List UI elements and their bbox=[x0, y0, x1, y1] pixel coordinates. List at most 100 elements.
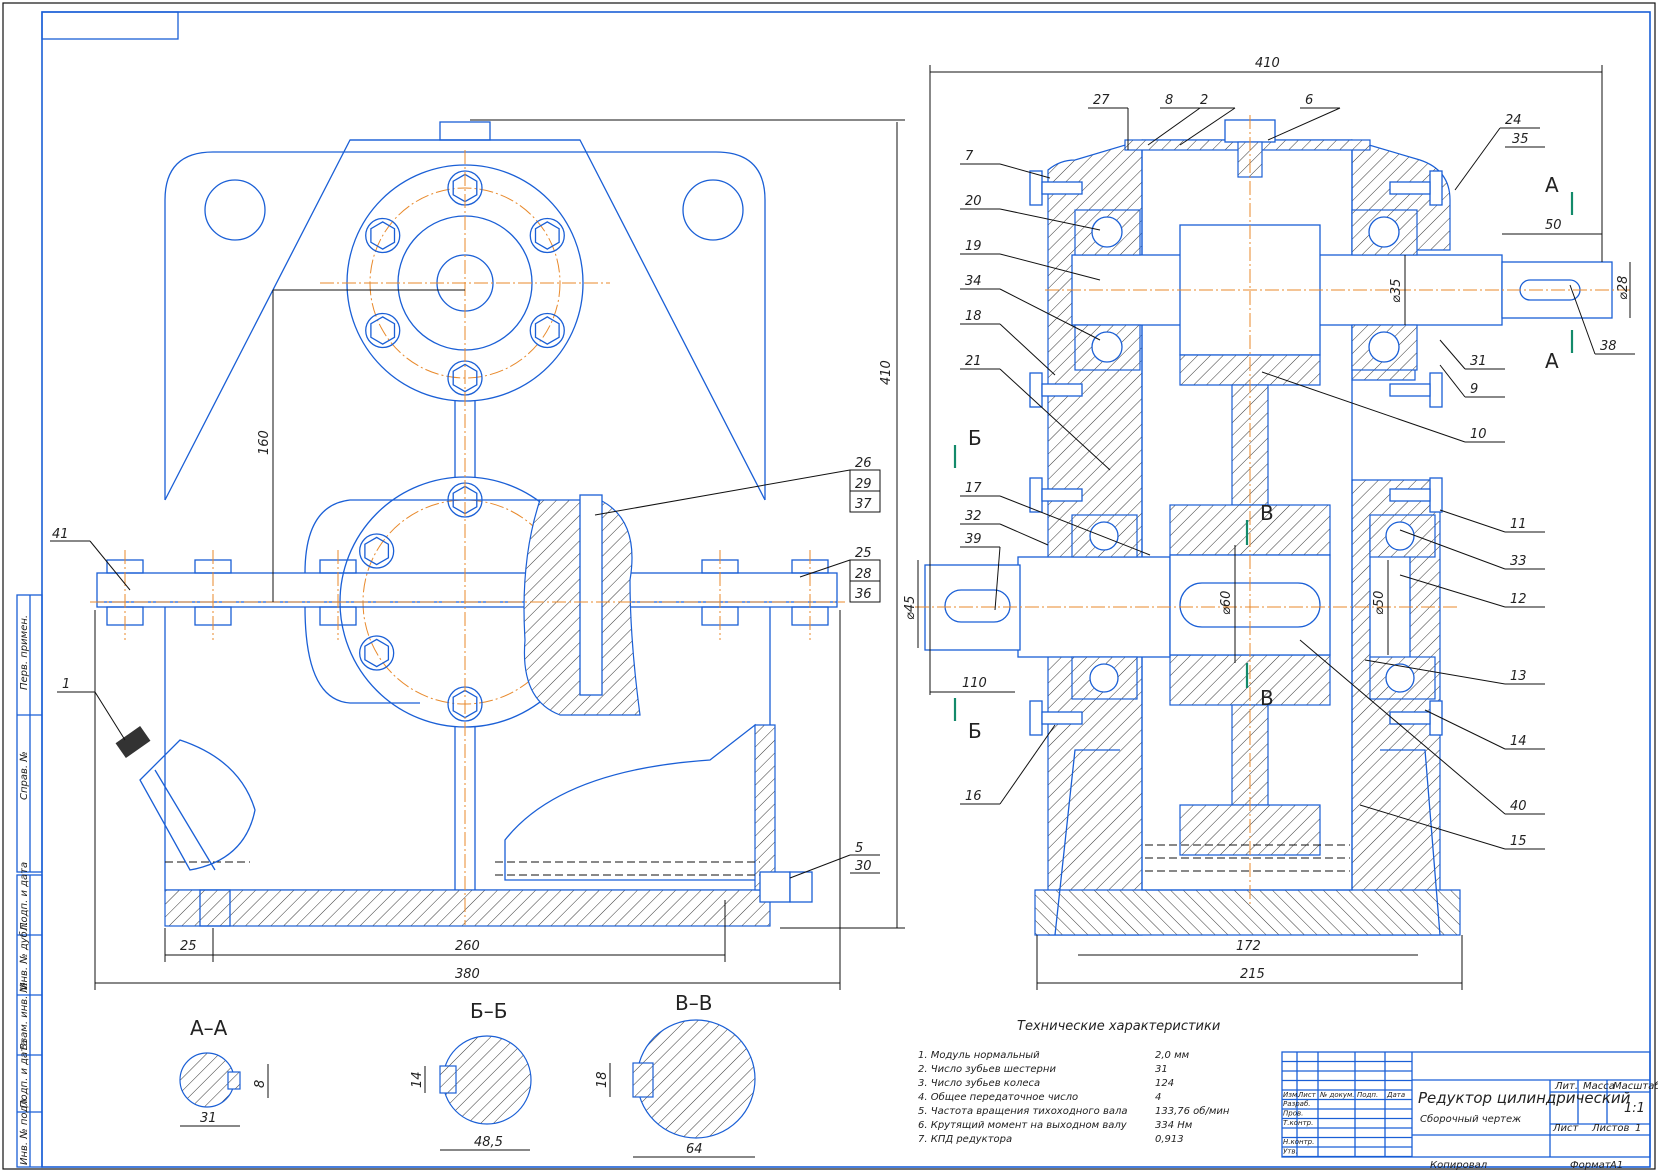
bolt-head bbox=[529, 217, 565, 254]
spec-value: 4 bbox=[1155, 1092, 1161, 1103]
dim-overall-width: 380 bbox=[455, 967, 480, 982]
section-mark-v: В bbox=[1260, 686, 1274, 710]
section-key: 8 bbox=[253, 1080, 268, 1088]
bolt-shank bbox=[1041, 181, 1083, 195]
dim-shaft-out-dia: ⌀28 bbox=[1616, 276, 1631, 300]
section-title: А–А bbox=[190, 1016, 228, 1040]
part-callout: 7 bbox=[965, 149, 974, 164]
bolt-shank bbox=[1389, 181, 1431, 195]
spec-value: 133,76 об/мин bbox=[1155, 1105, 1230, 1117]
dim-base-width: 215 bbox=[1240, 967, 1265, 982]
bolt-head bbox=[1429, 477, 1443, 513]
tb-header: Подп. bbox=[1357, 1091, 1378, 1099]
spec-value: 0,913 bbox=[1155, 1134, 1184, 1145]
tb-scale-value: 1:1 bbox=[1624, 1101, 1645, 1116]
section-mark-b: Б bbox=[968, 426, 982, 450]
leader-line bbox=[1399, 529, 1506, 570]
hex-nut-icon bbox=[452, 363, 478, 393]
dim-gear-bore: ⌀60 bbox=[1219, 591, 1234, 615]
part-callout: 8 bbox=[1165, 93, 1173, 108]
part-callout: 31 bbox=[1470, 354, 1487, 369]
bolt-head bbox=[529, 312, 565, 349]
part-callout: 35 bbox=[1512, 132, 1529, 147]
callout-25: 25 bbox=[855, 546, 872, 561]
part-callout: 11 bbox=[1510, 517, 1527, 532]
callout-29: 29 bbox=[855, 477, 872, 492]
part-callout: 34 bbox=[965, 274, 982, 289]
format-value: A1 bbox=[1609, 1160, 1623, 1171]
leader-line bbox=[1439, 364, 1466, 398]
part-callout: 14 bbox=[1510, 734, 1527, 749]
vent-cap bbox=[439, 121, 491, 141]
housing-base-section bbox=[1034, 889, 1461, 936]
spec-label: 6. Крутящий момент на выходном валу bbox=[918, 1120, 1128, 1131]
section-dia: 64 bbox=[686, 1142, 703, 1157]
front-view: 160 410 25 260 380 41 1 26 29 37 25 28 3… bbox=[50, 119, 905, 990]
tb-role: Т.контр. bbox=[1283, 1119, 1313, 1127]
dim-shaft-out-length: 50 bbox=[1545, 218, 1562, 233]
hex-nut-icon bbox=[534, 316, 560, 345]
callout-5: 5 bbox=[855, 841, 863, 856]
spec-label: 4. Общее передаточное число bbox=[918, 1091, 1078, 1103]
leader-line bbox=[999, 323, 1056, 376]
part-callout: 40 bbox=[1510, 799, 1527, 814]
spec-label: 5. Частота вращения тихоходного вала bbox=[918, 1106, 1128, 1117]
bolt-head bbox=[1429, 372, 1443, 408]
part-callout: 9 bbox=[1470, 382, 1478, 397]
lifting-hole bbox=[682, 179, 744, 241]
tb-header: Лист bbox=[1297, 1091, 1317, 1099]
tb-role: Пров. bbox=[1283, 1110, 1303, 1118]
part-callout: 19 bbox=[965, 239, 982, 254]
bolt-head bbox=[1029, 700, 1043, 736]
bolt-head bbox=[1029, 477, 1043, 513]
bolt-head bbox=[1429, 170, 1443, 206]
section-key: 14 bbox=[410, 1071, 425, 1088]
section-views: А–А 31 8 Б–Б 48,5 14 В–В 64 18 bbox=[179, 991, 756, 1158]
tb-role: Разраб. bbox=[1283, 1100, 1311, 1108]
bolt-head bbox=[359, 533, 395, 569]
stamp-label: Справ. № bbox=[19, 751, 30, 800]
part-callout: 21 bbox=[965, 354, 982, 369]
section-mark-b: Б bbox=[968, 719, 982, 743]
dim-base-span: 260 bbox=[455, 939, 480, 954]
tb-mass-label: Масса bbox=[1583, 1081, 1615, 1092]
leader-line bbox=[999, 724, 1056, 805]
tb-sheet-label: Лист bbox=[1552, 1123, 1580, 1134]
part-callout: 12 bbox=[1510, 592, 1527, 607]
spec-label: 1. Модуль нормальный bbox=[918, 1050, 1040, 1061]
spec-value: 334 Нм bbox=[1155, 1120, 1193, 1131]
part-callout: 39 bbox=[965, 532, 982, 547]
dim-bearing2-dia: ⌀50 bbox=[1372, 591, 1387, 615]
hex-nut-icon bbox=[534, 221, 560, 250]
hex-nut-icon bbox=[370, 316, 396, 345]
tech-specs: Технические характеристики 1. Модуль нор… bbox=[918, 1019, 1230, 1145]
leader-line bbox=[1399, 574, 1506, 608]
stamp-label: Инв. № подл. bbox=[19, 1096, 30, 1165]
tb-lit-label: Лит. bbox=[1554, 1081, 1578, 1092]
stamp-label: Взам. инв. № bbox=[19, 982, 30, 1050]
tb-role: Н.контр. bbox=[1283, 1138, 1314, 1146]
tb-header: Дата bbox=[1386, 1091, 1405, 1099]
format-label: Формат bbox=[1570, 1160, 1612, 1171]
bolt-shank bbox=[1041, 383, 1083, 397]
part-callout: 32 bbox=[965, 509, 982, 524]
leader-line bbox=[1439, 509, 1506, 533]
leader-line bbox=[1147, 107, 1201, 146]
leader-line bbox=[1359, 804, 1506, 850]
part-callout: 18 bbox=[965, 309, 982, 324]
section-mark-a: А bbox=[1545, 173, 1559, 197]
leader-line bbox=[1299, 639, 1506, 815]
leader-line bbox=[1179, 107, 1236, 146]
section-mark-a: А bbox=[1545, 349, 1559, 373]
leader-line bbox=[1424, 709, 1506, 750]
part-callout: 20 bbox=[965, 194, 982, 209]
leader-line bbox=[999, 163, 1051, 179]
callout-1: 1 bbox=[62, 677, 70, 692]
part-callout: 10 bbox=[1470, 427, 1487, 442]
part-callout: 27 bbox=[1093, 93, 1110, 108]
bolt-head bbox=[359, 635, 395, 671]
spec-value: 31 bbox=[1155, 1064, 1168, 1075]
spec-label: 7. КПД редуктора bbox=[918, 1134, 1012, 1145]
